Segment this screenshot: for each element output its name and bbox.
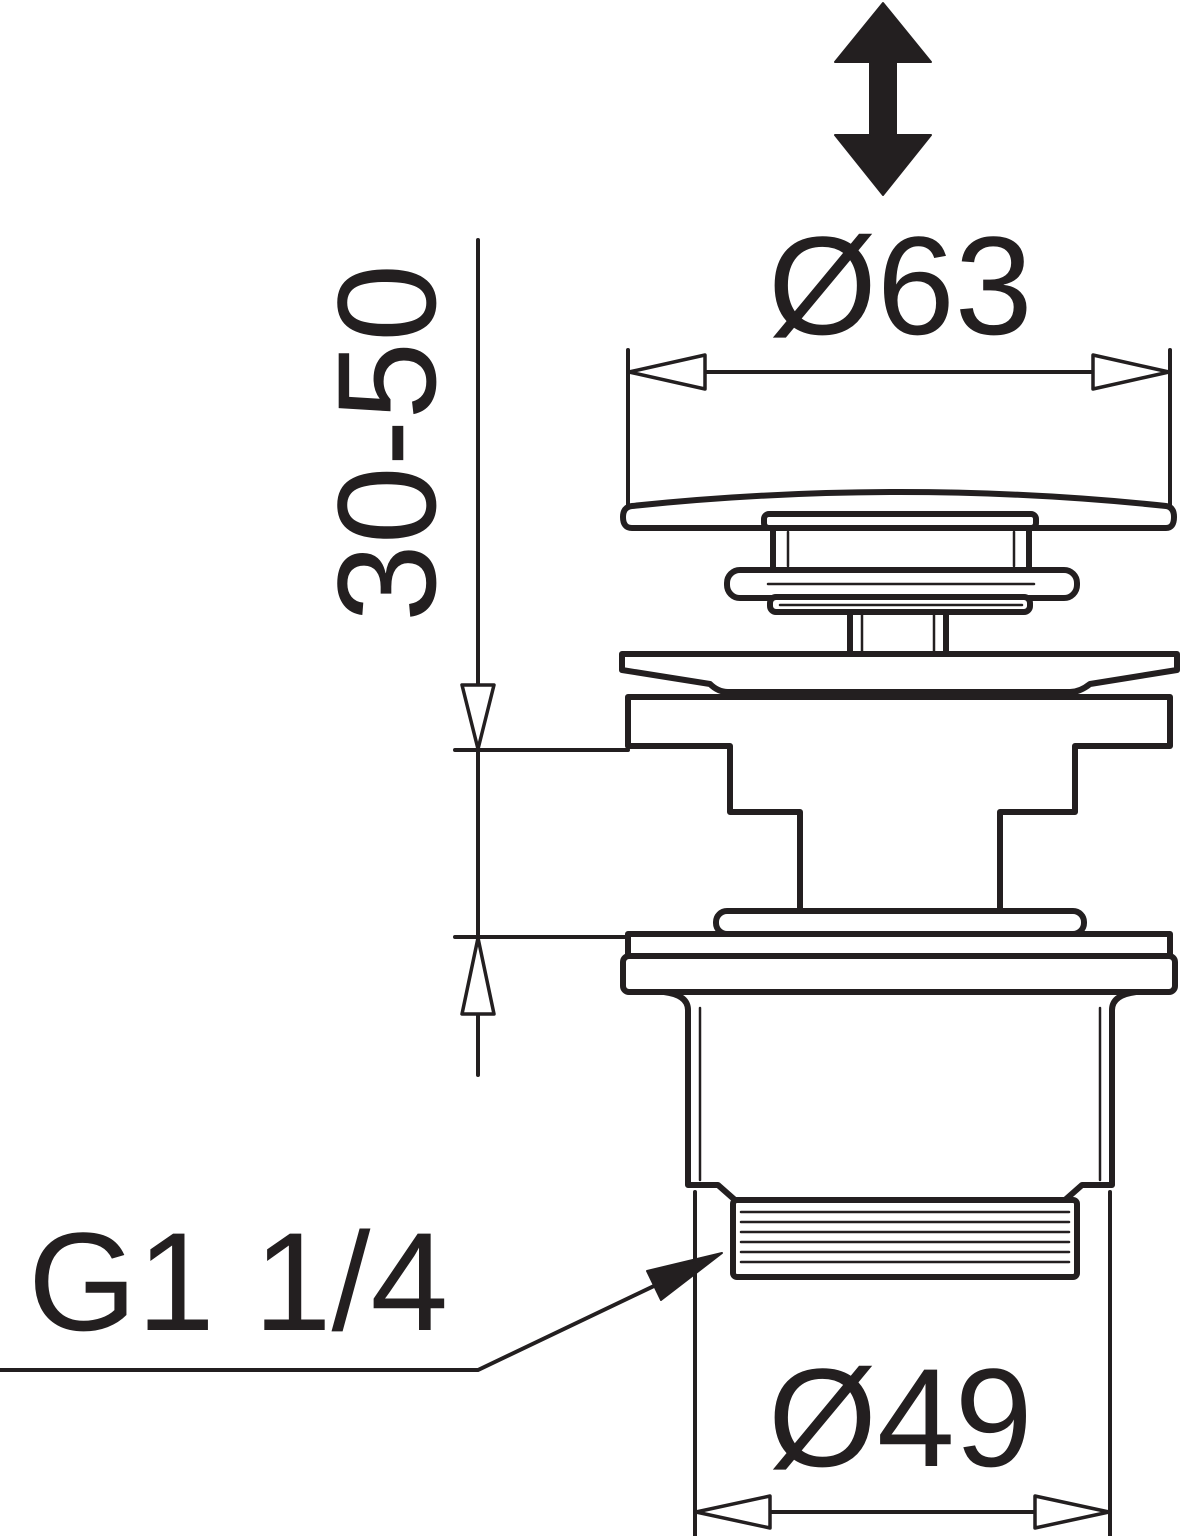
leader-arrow-icon <box>646 1252 723 1301</box>
stopper-neck <box>761 511 1039 573</box>
thread-body <box>730 1197 1080 1280</box>
neck-body <box>770 525 1032 573</box>
stroke-arrow-down-icon <box>460 683 496 751</box>
body-arrow-left-icon <box>694 1494 772 1530</box>
thread-label: G1 1/4 <box>28 1203 448 1360</box>
drain-tube <box>661 989 1139 1203</box>
lower-flange-top <box>625 931 1173 959</box>
up-down-arrow-icon <box>834 2 932 196</box>
cap-arrow-right-icon <box>1091 353 1171 391</box>
body-diameter-label: Ø49 <box>768 1339 1033 1496</box>
upper-body <box>625 694 1173 915</box>
stroke-range-dimension <box>453 238 630 1077</box>
cap-arrow-left-icon <box>627 353 707 391</box>
body-arrow-right-icon <box>1033 1494 1111 1530</box>
gasket <box>713 908 1087 937</box>
stroke-range-label: 30-50 <box>308 264 465 622</box>
thread-leader <box>0 1252 723 1372</box>
stroke-arrow-up-icon <box>460 936 496 1016</box>
lower-flange-bottom <box>620 953 1178 995</box>
tube-outline <box>661 989 1139 1203</box>
leader-line <box>0 1262 702 1372</box>
cap-diameter-dimension <box>626 348 1172 507</box>
basin-top-flange <box>619 651 1180 695</box>
body-diameter-dimension <box>693 1190 1112 1536</box>
cap-diameter-label: Ø63 <box>768 207 1033 364</box>
thread-section <box>730 1197 1080 1280</box>
sealing-ring <box>724 567 1080 615</box>
lower-flange <box>620 931 1178 995</box>
